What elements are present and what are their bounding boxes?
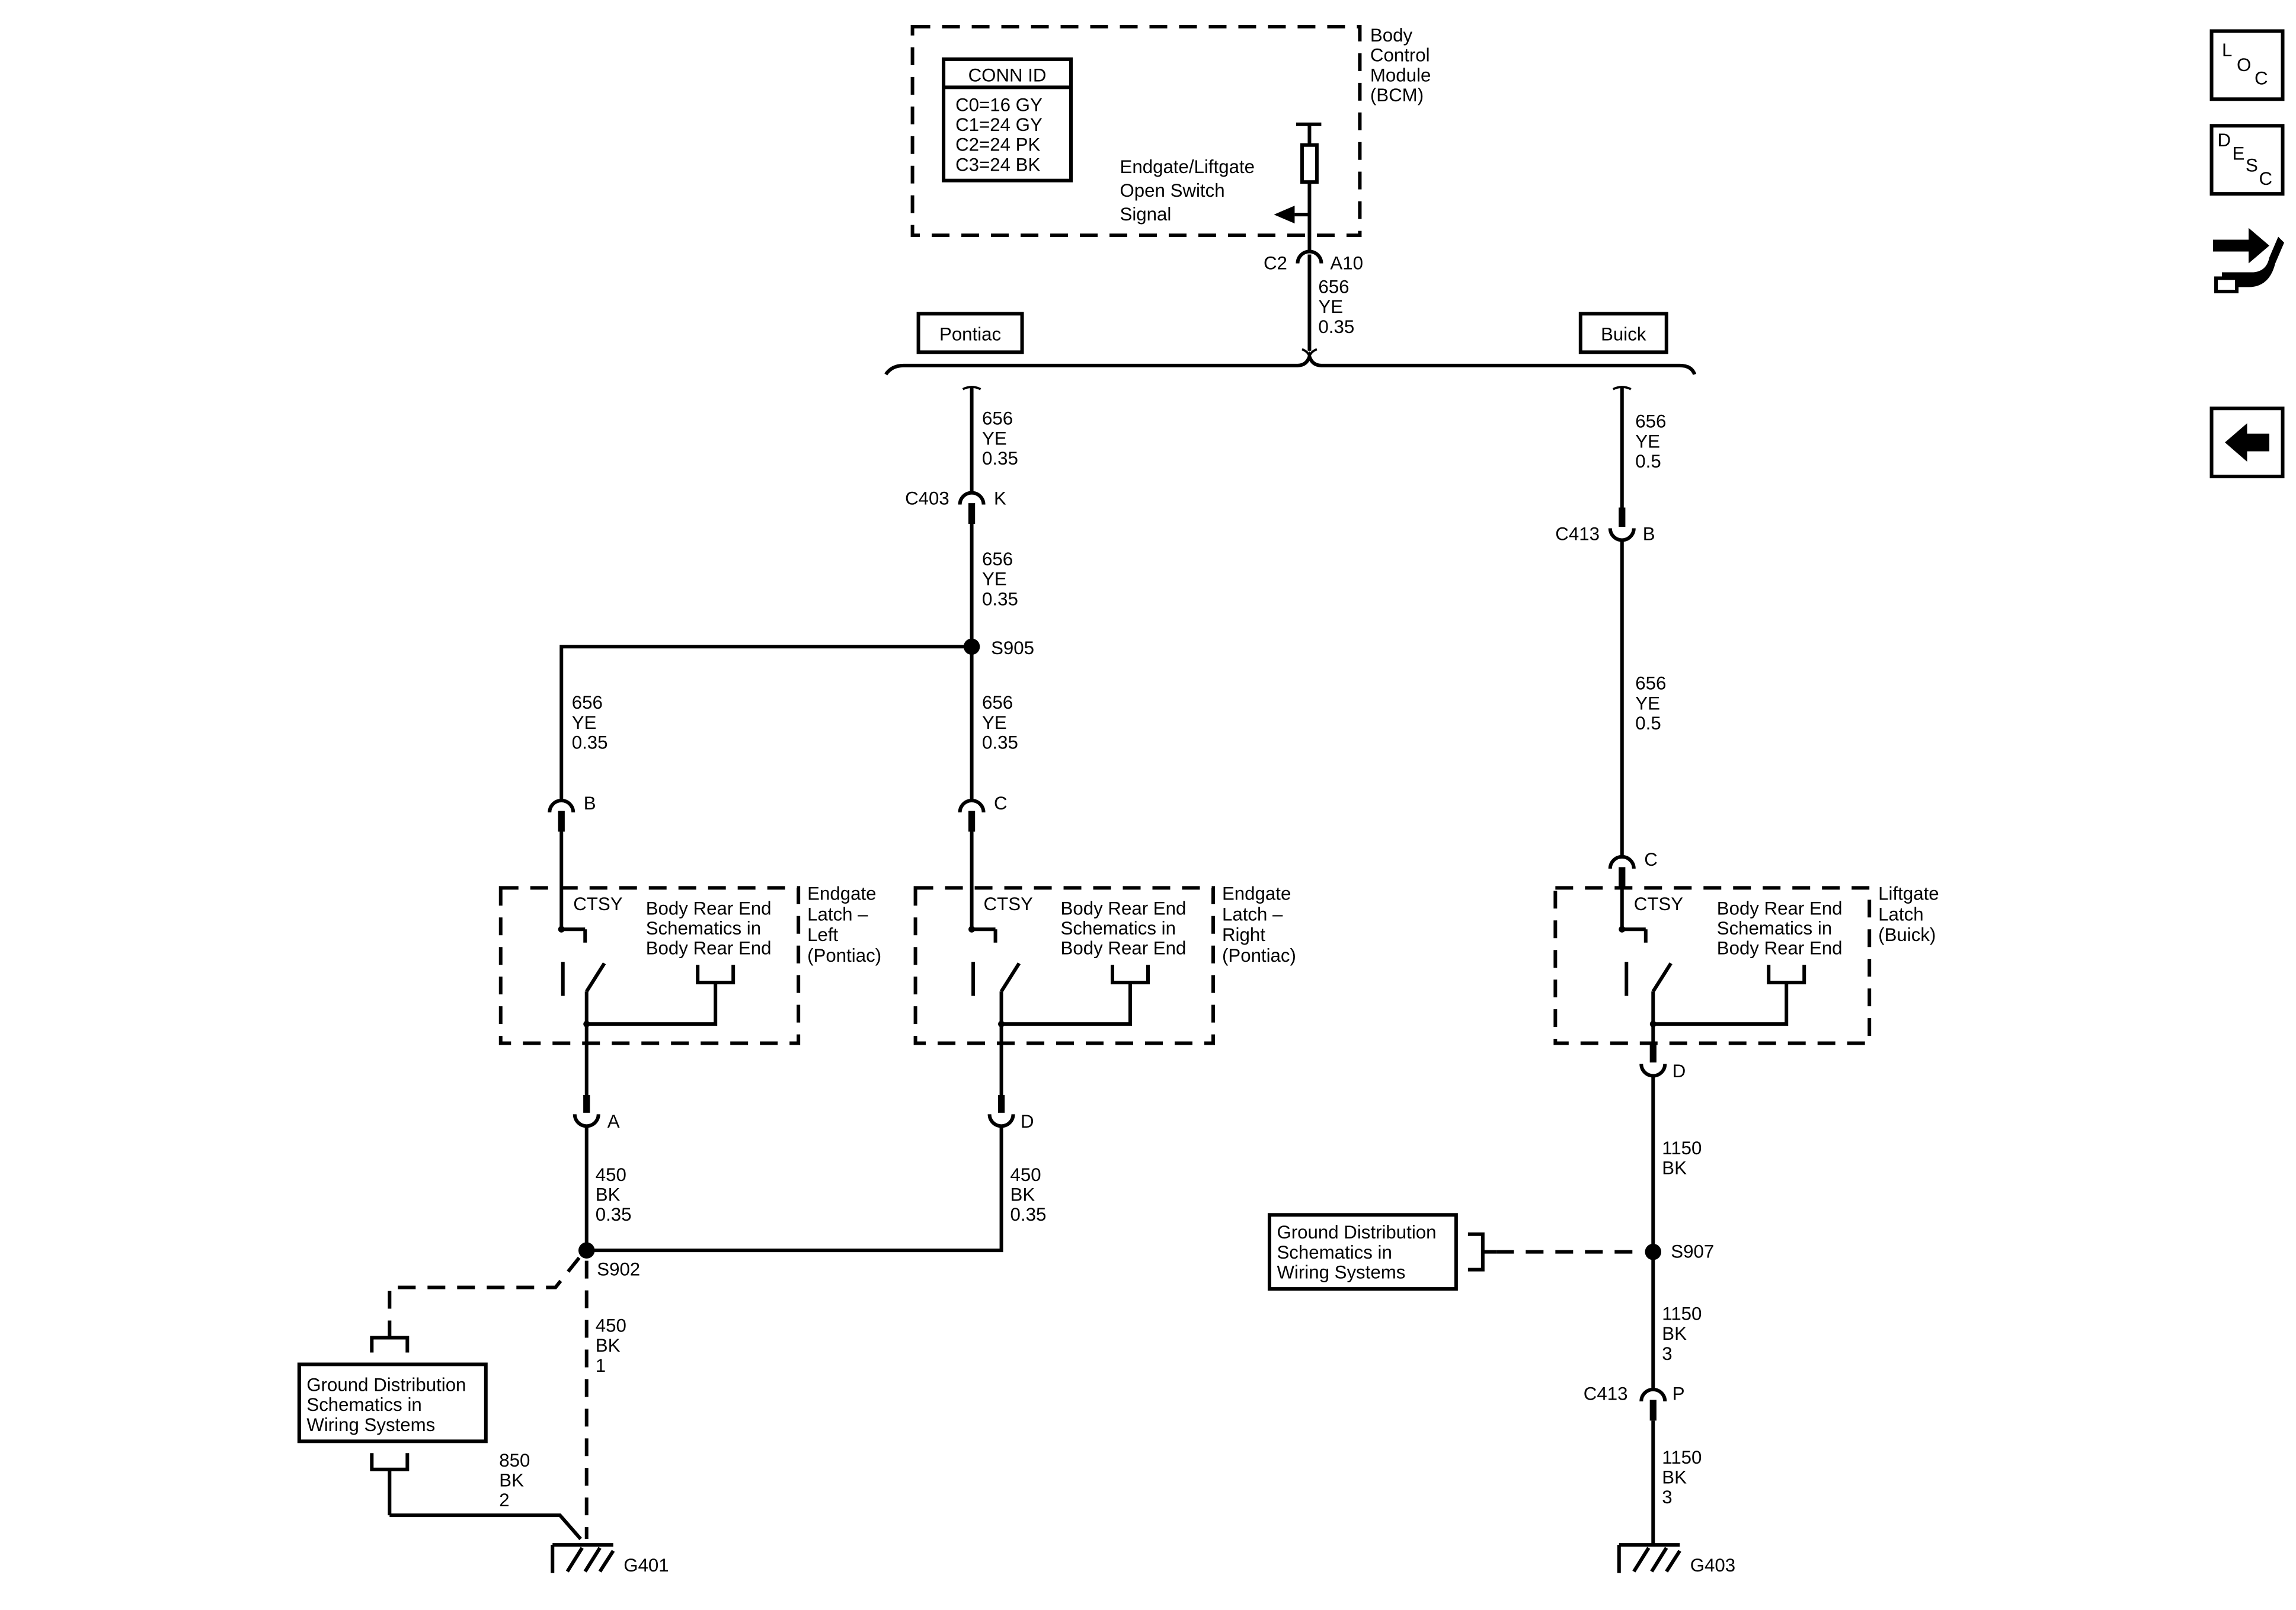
bcm-module: Body Control Module (BCM) CONN ID C0=16 …	[910, 25, 1436, 252]
connector-buick-latch-out: D	[1639, 1045, 1686, 1081]
latch-right-switch-blade	[1000, 962, 1021, 993]
connector-a10-pin: A10	[1330, 253, 1363, 274]
connector-c413-top: C413 B	[1555, 507, 1655, 545]
latch-left-name: Endgate Latch – Left (Pontiac)	[807, 883, 881, 966]
back-arrow-icon[interactable]	[2209, 406, 2285, 479]
latch-left-ref: Body Rear End Schematics in Body Rear En…	[646, 898, 776, 958]
variant-label-buick: Buick	[1578, 312, 1668, 354]
ground-distribution-ref-left: Ground Distribution Schematics in Wiring…	[297, 1336, 488, 1516]
connector-c413-bottom-pin: P	[1673, 1383, 1685, 1404]
latch-buick-ref: Body Rear End Schematics in Body Rear En…	[1717, 898, 1847, 958]
svg-text:E: E	[2233, 143, 2245, 164]
connector-c403: C403 K	[905, 488, 1006, 524]
ground-g403-icon: G403	[1617, 1543, 1735, 1576]
connector-c2-label: C2	[1264, 253, 1287, 274]
conn-id-c3: C3=24 BK	[955, 154, 1040, 175]
svg-text:C: C	[2259, 168, 2273, 189]
wire-label-right-ground: 450 BK 0.35	[1011, 1164, 1047, 1225]
wire-label-left-ground: 450 BK 0.35	[596, 1164, 632, 1225]
connector-buick-latch-out-pin: D	[1673, 1061, 1686, 1081]
wire-label-c413-to-g403: 1150 BK 3	[1662, 1447, 1707, 1507]
connector-c413-bottom-label: C413	[1584, 1383, 1628, 1404]
ground-ref-right-text: Ground Distribution Schematics in Wiring…	[1277, 1222, 1441, 1282]
connector-c413-bottom: C413 P	[1584, 1383, 1685, 1421]
wire-label-ground-ref-left: 850 BK 2	[499, 1450, 535, 1510]
ground-g401-icon: G401	[551, 1543, 669, 1576]
splice-s907	[1645, 1243, 1662, 1260]
latch-left-switch-blade	[585, 962, 606, 993]
latch-left-switch-label: CTSY	[573, 894, 622, 914]
wire-label-bcm-out: 656 YE 0.35	[1318, 276, 1354, 337]
splice-s905-label: S905	[991, 638, 1034, 658]
conn-id-c1: C1=24 GY	[955, 114, 1043, 135]
connector-left-latch-in-pin: B	[584, 793, 596, 814]
svg-text:Buick: Buick	[1601, 324, 1646, 344]
signal-input-arrow-icon	[1274, 206, 1295, 224]
wire-label-buick-ground: 1150 BK	[1662, 1138, 1707, 1179]
connector-c413-top-label: C413	[1555, 524, 1600, 545]
ground-g403-label: G403	[1690, 1555, 1735, 1576]
variant-split-bracket	[884, 351, 1697, 376]
splice-s902	[578, 1242, 595, 1259]
connector-right-latch-in-pin: C	[994, 793, 1008, 814]
bcm-name: Body Control Module (BCM)	[1370, 25, 1436, 105]
connector-left-latch-out: A	[573, 1094, 620, 1132]
bcm-pullup-resistor-icon	[1296, 122, 1322, 252]
latch-right-name: Endgate Latch – Right (Pontiac)	[1222, 883, 1296, 966]
connector-c2-a10: C2 A10	[1264, 249, 1363, 274]
ground-ref-left-text: Ground Distribution Schematics in Wiring…	[306, 1374, 471, 1435]
connector-buick-latch-in: C	[1608, 849, 1658, 888]
svg-text:L: L	[2222, 40, 2232, 60]
loc-button[interactable]: L O C	[2209, 29, 2285, 101]
ground-distribution-ref-right: Ground Distribution Schematics in Wiring…	[1267, 1213, 1496, 1291]
variant-label-pontiac: Pontiac	[916, 312, 1024, 354]
wire-label-buick-after-c413: 656 YE 0.5	[1635, 673, 1671, 734]
connector-icon[interactable]	[2213, 228, 2285, 293]
latch-buick-name: Liftgate Latch (Buick)	[1878, 883, 1944, 945]
splice-s902-label: S902	[597, 1259, 640, 1280]
endgate-latch-right: CTSY Body Rear End Schematics in Body Re…	[913, 831, 1296, 1103]
connector-right-latch-out: D	[987, 1094, 1034, 1132]
svg-text:C: C	[2255, 68, 2268, 88]
connector-left-latch-in: B	[548, 793, 596, 832]
ground-g401-label: G401	[623, 1555, 669, 1576]
wire-label-pontiac-after-c403: 656 YE 0.35	[982, 549, 1018, 609]
svg-text:D: D	[2218, 130, 2231, 151]
svg-text:Pontiac: Pontiac	[939, 324, 1001, 344]
desc-button[interactable]: D E S C	[2209, 124, 2285, 196]
connector-left-latch-out-pin: A	[607, 1111, 620, 1132]
connector-c403-pin: K	[994, 488, 1006, 509]
liftgate-latch-buick: CTSY Body Rear End Schematics in Body Re…	[1553, 883, 1944, 1055]
wire-label-pontiac-trunk: 656 YE 0.35	[982, 408, 1018, 469]
wire-label-s902-to-g401: 450 BK 1	[596, 1315, 632, 1376]
latch-right-switch-label: CTSY	[984, 894, 1033, 914]
connector-c403-label: C403	[905, 488, 949, 509]
connector-c413-top-pin: B	[1643, 524, 1655, 545]
conn-id-c0: C0=16 GY	[955, 94, 1043, 115]
wire-label-buick-trunk: 656 YE 0.5	[1635, 411, 1671, 472]
connector-buick-latch-in-pin: C	[1644, 849, 1658, 870]
wire-label-left-to-latch: 656 YE 0.35	[572, 692, 608, 753]
wire-label-right-to-latch: 656 YE 0.35	[982, 692, 1018, 753]
latch-right-ref: Body Rear End Schematics in Body Rear En…	[1061, 898, 1191, 958]
wire-label-s907-to-c413: 1150 BK 3	[1662, 1304, 1707, 1364]
splice-s907-label: S907	[1671, 1241, 1714, 1262]
conn-id-table: CONN ID C0=16 GY C1=24 GY C2=24 PK C3=24…	[942, 57, 1073, 183]
connector-right-latch-out-pin: D	[1021, 1111, 1034, 1132]
bcm-signal-label: Endgate/Liftgate Open Switch Signal	[1120, 156, 1260, 225]
latch-buick-switch-label: CTSY	[1634, 894, 1683, 914]
endgate-latch-left: CTSY Body Rear End Schematics in Body Re…	[498, 831, 881, 1103]
svg-text:S: S	[2246, 155, 2258, 176]
latch-buick-switch-blade	[1651, 962, 1673, 993]
connector-right-latch-in: C	[958, 793, 1008, 832]
conn-id-title: CONN ID	[968, 65, 1047, 85]
conn-id-c2: C2=24 PK	[955, 135, 1040, 155]
svg-text:O: O	[2237, 55, 2251, 75]
